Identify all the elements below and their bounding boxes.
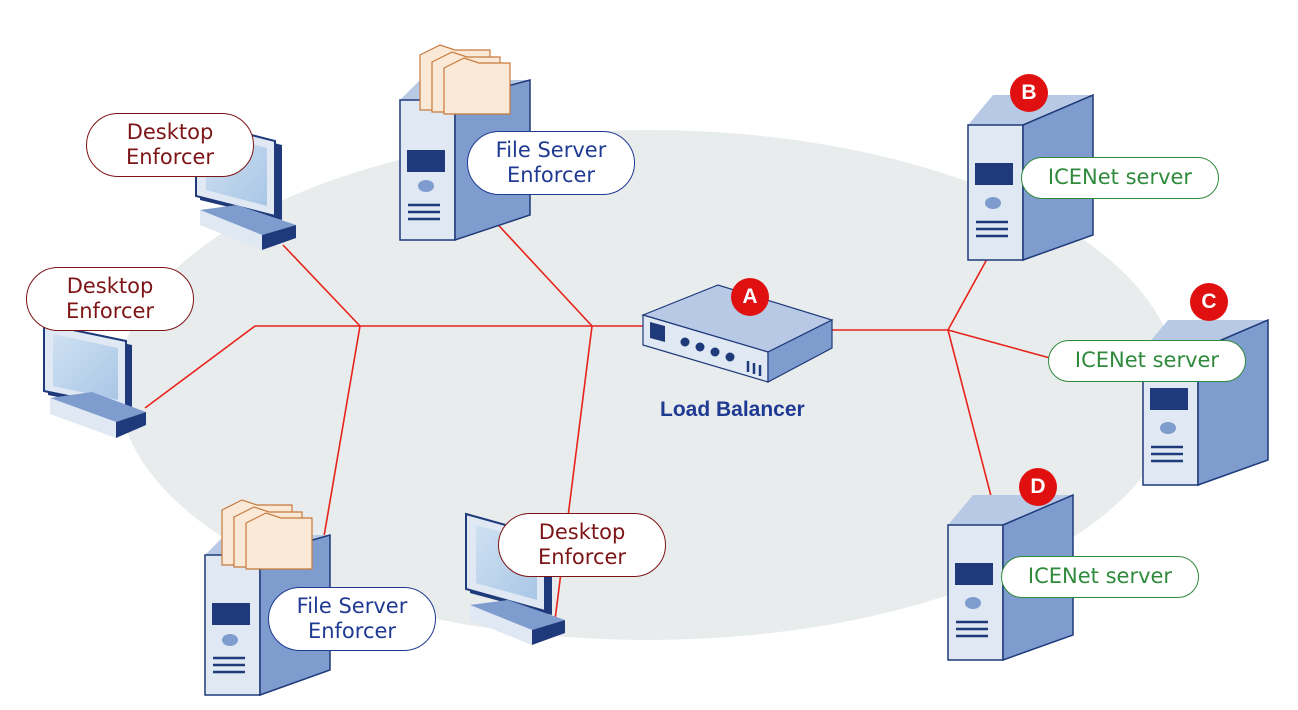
desktop-enforcer-line2: Enforcer [65,299,155,323]
load-balancer-label: Load Balancer [660,398,805,421]
file-server-enforcer-label: File Server Enforcer [268,587,436,651]
file-server-enforcer-label: File Server Enforcer [467,131,635,195]
desktop-enforcer-line2: Enforcer [537,545,627,569]
load-balancer-icon [641,284,834,383]
desktop-enforcer-label: Desktop Enforcer [26,267,194,331]
badge-d: D [1019,468,1057,506]
badge-c: C [1190,283,1228,321]
badge-a: A [731,278,769,316]
desktop-enforcer-line2: Enforcer [125,145,215,169]
desktop-enforcer-line1: Desktop [126,119,214,144]
file-server-line2: Enforcer [307,619,397,643]
icenet-server-label: ICENet server [1001,556,1199,598]
file-server-line1: File Server [495,137,607,162]
file-server-line1: File Server [296,593,408,618]
icenet-server-label: ICENet server [1048,340,1246,382]
network-area [118,130,1178,640]
icenet-server-label: ICENet server [1021,157,1219,199]
badge-b: B [1010,74,1048,112]
file-server-line2: Enforcer [506,163,596,187]
file-server-icon [204,499,331,697]
icenet-server-icon [947,493,1074,662]
desktop-enforcer-line1: Desktop [66,273,154,298]
desktop-enforcer-line1: Desktop [538,519,626,544]
desktop-enforcer-label: Desktop Enforcer [86,113,254,177]
desktop-computer-icon [43,322,146,438]
desktop-enforcer-label: Desktop Enforcer [498,513,666,577]
network-links [144,214,1051,621]
